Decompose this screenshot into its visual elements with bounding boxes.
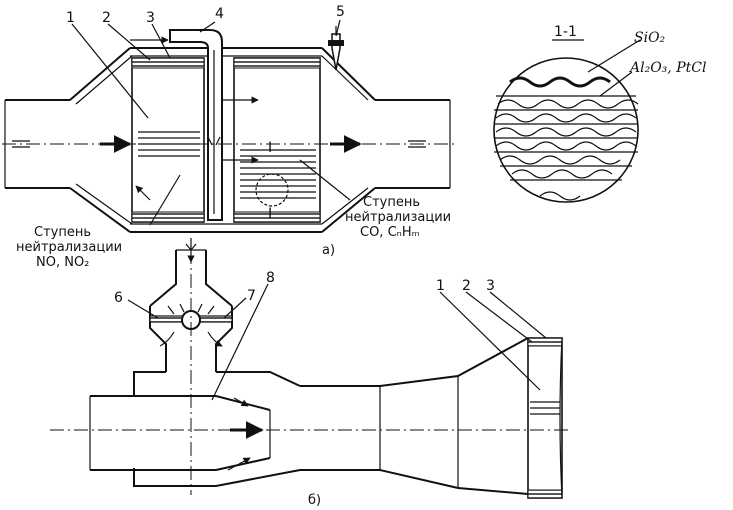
inlet-cone-a [69, 47, 131, 233]
callout-4a: 4 [215, 6, 224, 22]
section-marker-a [255, 173, 289, 207]
svg-text:Ступень: Ступень [34, 225, 91, 240]
svg-text:нейтрализации: нейтрализации [16, 240, 122, 255]
layer-sio2-label: SiO₂ [634, 30, 666, 46]
callout-2b: 2 [462, 278, 471, 294]
svg-text:I: I [268, 140, 272, 156]
callout-3a: 3 [146, 10, 155, 26]
outlet-pipe-a [375, 99, 450, 189]
converter-a: I I 1 2 3 4 5 Ступень нейтрализации NO, … [2, 4, 458, 270]
svg-text:нейтрализации: нейтрализации [345, 210, 451, 225]
feed-inlet-b [149, 250, 233, 307]
callout-1b: 1 [436, 278, 445, 294]
collector-shell [133, 371, 301, 396]
callout-8b: 8 [266, 270, 275, 286]
section-label: 1-1 [554, 24, 577, 40]
callout-2a: 2 [102, 10, 111, 26]
svg-text:CO, CₙHₘ: CO, CₙHₘ [360, 225, 420, 240]
figure-a-label: а) [322, 243, 335, 258]
inlet-pipe-a [5, 99, 70, 189]
callout-1a: 1 [66, 10, 75, 26]
body-shell-a [130, 47, 322, 233]
svg-text:I: I [268, 206, 272, 222]
monolith-co [233, 57, 321, 223]
nozzle-insert [215, 395, 271, 471]
figure-b-label: б) [308, 493, 321, 508]
callout-3b: 3 [486, 278, 495, 294]
main-pipe-b [90, 395, 216, 471]
converter-b: 6 7 8 1 2 3 б) [50, 238, 570, 508]
section-view: 1-1 SiO₂ Al₂O₃, PtCl [493, 24, 706, 203]
monolith-b [527, 337, 563, 499]
mixing-section [300, 375, 459, 489]
layer-al2o3-label: Al₂O₃, PtCl [628, 60, 706, 76]
outlet-cone-a [321, 47, 376, 233]
air-supply-tube [169, 29, 223, 221]
svg-text:NO, NO₂: NO, NO₂ [36, 255, 89, 270]
callout-6b: 6 [114, 290, 123, 306]
svg-text:Ступень: Ступень [363, 195, 420, 210]
monolith-nox [131, 57, 205, 223]
callout-7b: 7 [247, 288, 256, 304]
callout-5a: 5 [336, 4, 345, 20]
outlet-cone-b [457, 337, 529, 495]
